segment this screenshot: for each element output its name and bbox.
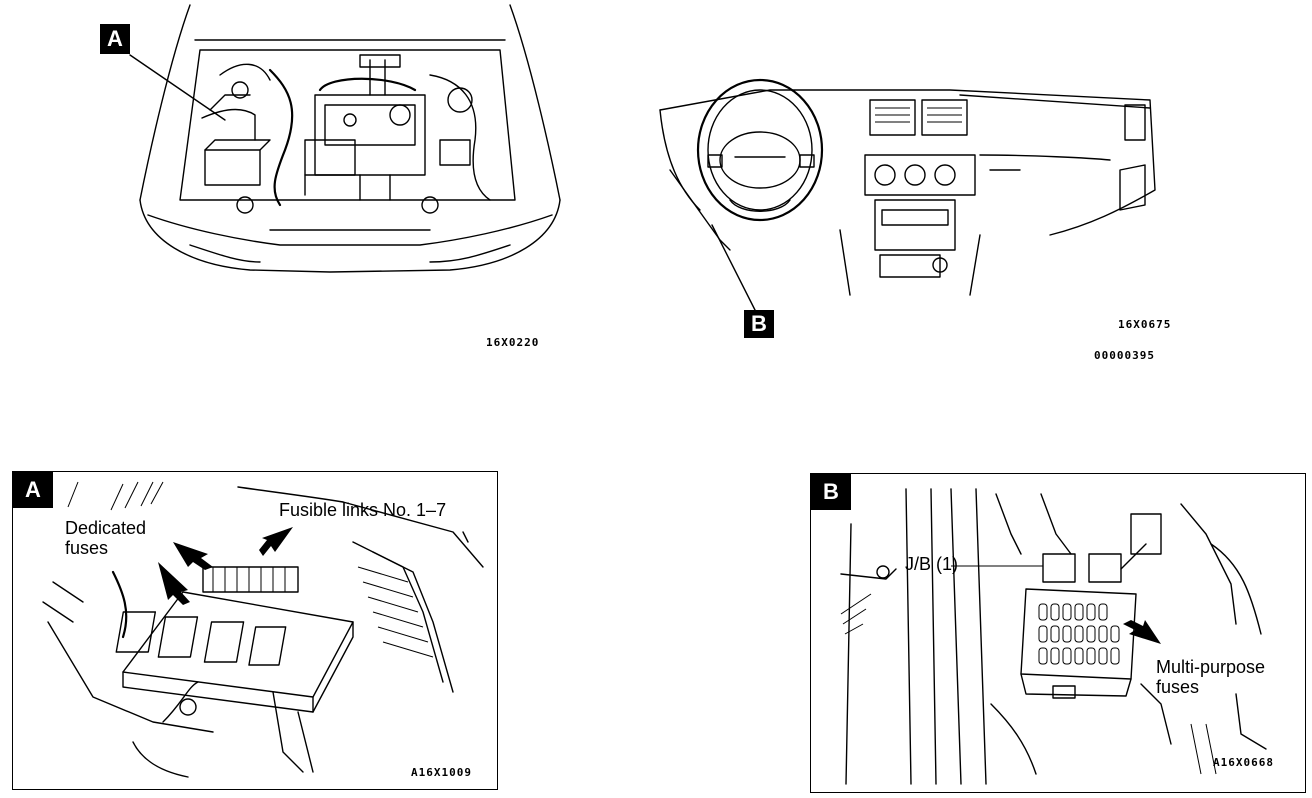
figure-code: A16X0668	[1213, 756, 1274, 769]
junction-block-drawing	[840, 488, 1267, 785]
label-junction-block: J/B (1)	[905, 554, 959, 574]
figure-code: 16X0675	[1118, 318, 1172, 331]
detail-tag-b: B	[811, 474, 851, 510]
label-multi-purpose-fuses: Multi-purpose fuses	[1156, 657, 1266, 697]
figure-code: 16X0220	[486, 336, 540, 349]
label-fusible-links: Fusible links No. 1–7	[279, 500, 447, 520]
detail-panel-b: B	[810, 473, 1306, 793]
callout-a: A	[100, 24, 130, 54]
figure-code: A16X1009	[411, 766, 472, 779]
dashboard-figure: B 16X0675 00000395	[650, 60, 1170, 380]
dashboard-drawing	[659, 78, 1156, 311]
engine-compartment-figure: A 16X0220	[100, 0, 570, 360]
document-code: 00000395	[1094, 349, 1155, 362]
label-dedicated-fuses: Dedicated fuses	[65, 518, 147, 558]
detail-panel-a: A Dedicated fuses	[12, 471, 498, 790]
callout-b: B	[744, 310, 774, 338]
engine-relay-box-drawing	[42, 481, 484, 778]
engine-compartment-drawing	[129, 4, 561, 273]
detail-tag-a: A	[13, 472, 53, 508]
